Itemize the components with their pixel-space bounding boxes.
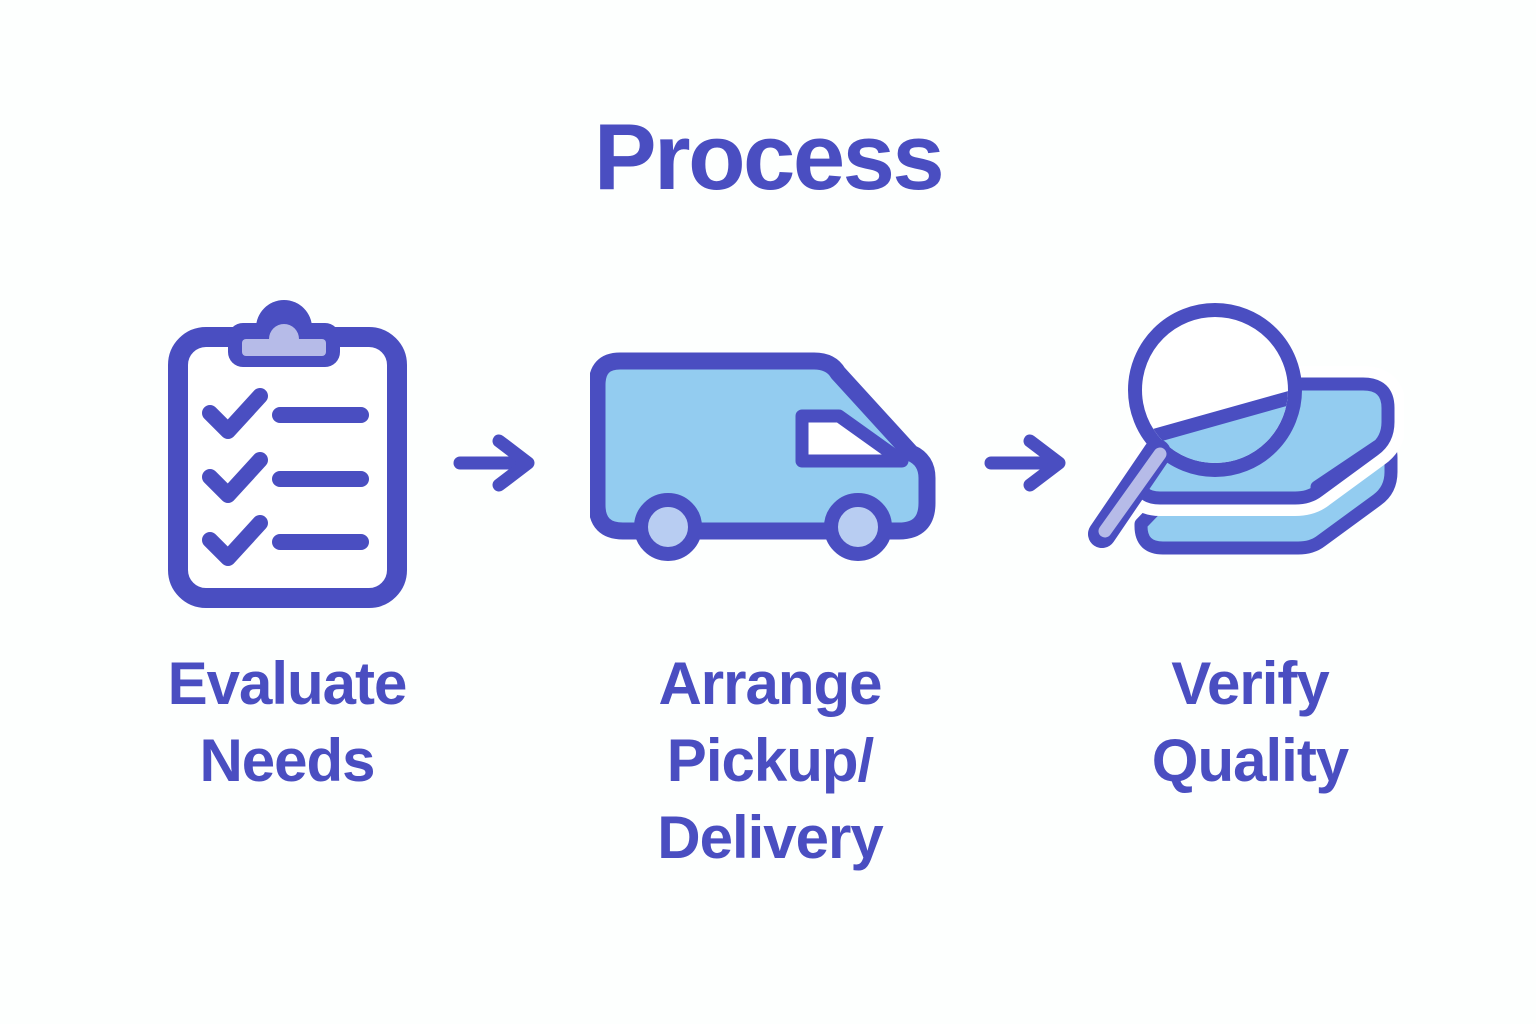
step-label-evaluate-needs: Evaluate Needs — [167, 650, 408, 794]
stack-fold-crease — [1310, 439, 1385, 494]
check-icon — [202, 452, 268, 503]
clipboard-checklist-icon — [168, 300, 407, 608]
arrow-head — [492, 434, 535, 492]
magnified-stack-edge — [1142, 386, 1288, 463]
check-icon — [202, 388, 268, 439]
arrow-right-icon-2 — [984, 434, 1066, 492]
checklist-rows — [202, 388, 369, 566]
step-label-verify-quality: Verify Quality — [1151, 650, 1349, 794]
truck-rear-wheel — [634, 493, 702, 561]
arrow-right-icon-1 — [453, 434, 535, 492]
truck-front-wheel — [824, 493, 892, 561]
diagram-title: Process — [593, 104, 945, 209]
clipboard-clip-inner — [242, 339, 326, 356]
magnifier-quality-icon — [1088, 303, 1404, 555]
check-icon — [202, 515, 268, 566]
delivery-truck-icon — [590, 352, 936, 561]
truck-window — [795, 409, 909, 468]
truck-body — [590, 352, 936, 540]
clipboard-board — [168, 327, 407, 608]
magnified-view — [1142, 386, 1288, 463]
step-label-arrange-pickup-delivery: Arrange Pickup/ Delivery — [657, 650, 884, 871]
arrow-head — [1023, 434, 1066, 492]
magnifier-handle — [1098, 447, 1167, 538]
